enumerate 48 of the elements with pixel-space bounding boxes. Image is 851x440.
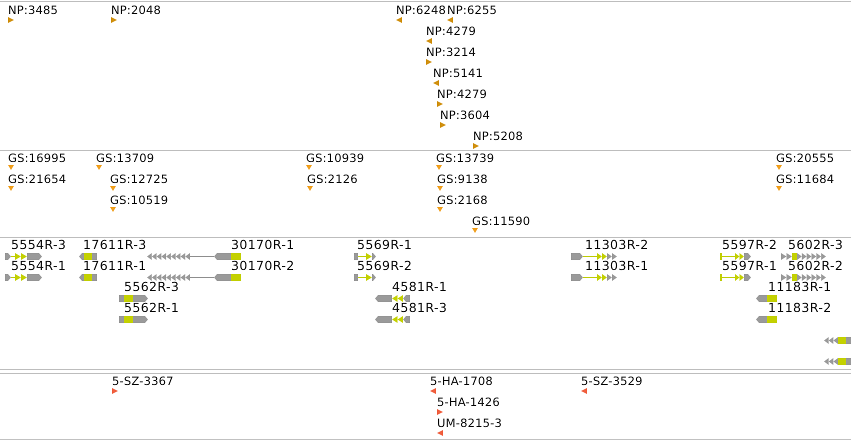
feature-label: NP:3485 bbox=[8, 3, 58, 17]
feature-label: NP:4279 bbox=[426, 24, 476, 38]
feature-label: 5-SZ-3367 bbox=[112, 374, 174, 388]
feature-label: 11183R-1 bbox=[768, 280, 832, 294]
feature-label: 5-HA-1708 bbox=[430, 374, 493, 388]
feature-label: 5-SZ-3529 bbox=[581, 374, 643, 388]
feature-label: GS:10519 bbox=[110, 193, 168, 207]
feature-label: GS:11590 bbox=[472, 214, 530, 228]
feature-label: 5-HA-1426 bbox=[437, 395, 500, 409]
feature-label: 5569R-1 bbox=[357, 238, 412, 252]
feature-label: NP:6255 bbox=[447, 3, 498, 17]
feature-label: 17611R-3 bbox=[83, 238, 147, 252]
feature-label: GS:16995 bbox=[8, 151, 66, 165]
feature-label: GS:10939 bbox=[306, 151, 364, 165]
feature-label: 5597R-2 bbox=[722, 238, 778, 252]
feature-label: 4581R-1 bbox=[392, 280, 448, 294]
feature-label: NP:6248 bbox=[396, 3, 446, 17]
feature-label: GS:13709 bbox=[96, 151, 154, 165]
feature-label: NP:5208 bbox=[473, 129, 524, 143]
feature-label: 5562R-3 bbox=[124, 280, 180, 294]
feature-label: 11303R-1 bbox=[585, 259, 649, 273]
feature-label: GS:2168 bbox=[437, 193, 488, 207]
feature-label: 30170R-2 bbox=[231, 259, 295, 273]
feature-label: GS:11684 bbox=[776, 172, 834, 186]
feature-label: GS:12725 bbox=[110, 172, 168, 186]
feature-label: 30170R-1 bbox=[231, 238, 295, 252]
feature-label: UM-8215-3 bbox=[437, 416, 502, 430]
feature-label: 5569R-2 bbox=[357, 259, 412, 273]
feature-label: NP:3214 bbox=[426, 45, 476, 59]
feature-label: 11183R-2 bbox=[768, 301, 832, 315]
feature-label: GS:20555 bbox=[776, 151, 834, 165]
feature-label: GS:21654 bbox=[8, 172, 66, 186]
feature-label: 5602R-2 bbox=[788, 259, 844, 273]
feature-label: NP:4279 bbox=[437, 87, 488, 101]
feature-label: 11303R-2 bbox=[585, 238, 649, 252]
feature-label: 5554R-3 bbox=[11, 238, 66, 252]
feature-label: NP:3604 bbox=[440, 108, 490, 122]
feature-label: 4581R-3 bbox=[392, 301, 448, 315]
feature-label: 17611R-1 bbox=[83, 259, 147, 273]
feature-label: 5554R-1 bbox=[11, 259, 66, 273]
feature-label: 5597R-1 bbox=[722, 259, 778, 273]
feature-label: 5602R-3 bbox=[788, 238, 844, 252]
feature-label: GS:13739 bbox=[436, 151, 494, 165]
feature-label: NP:5141 bbox=[433, 66, 484, 80]
feature-label: GS:9138 bbox=[437, 172, 488, 186]
feature-label: 5562R-1 bbox=[124, 301, 180, 315]
feature-label: NP:2048 bbox=[111, 3, 162, 17]
feature-label: GS:2126 bbox=[307, 172, 358, 186]
